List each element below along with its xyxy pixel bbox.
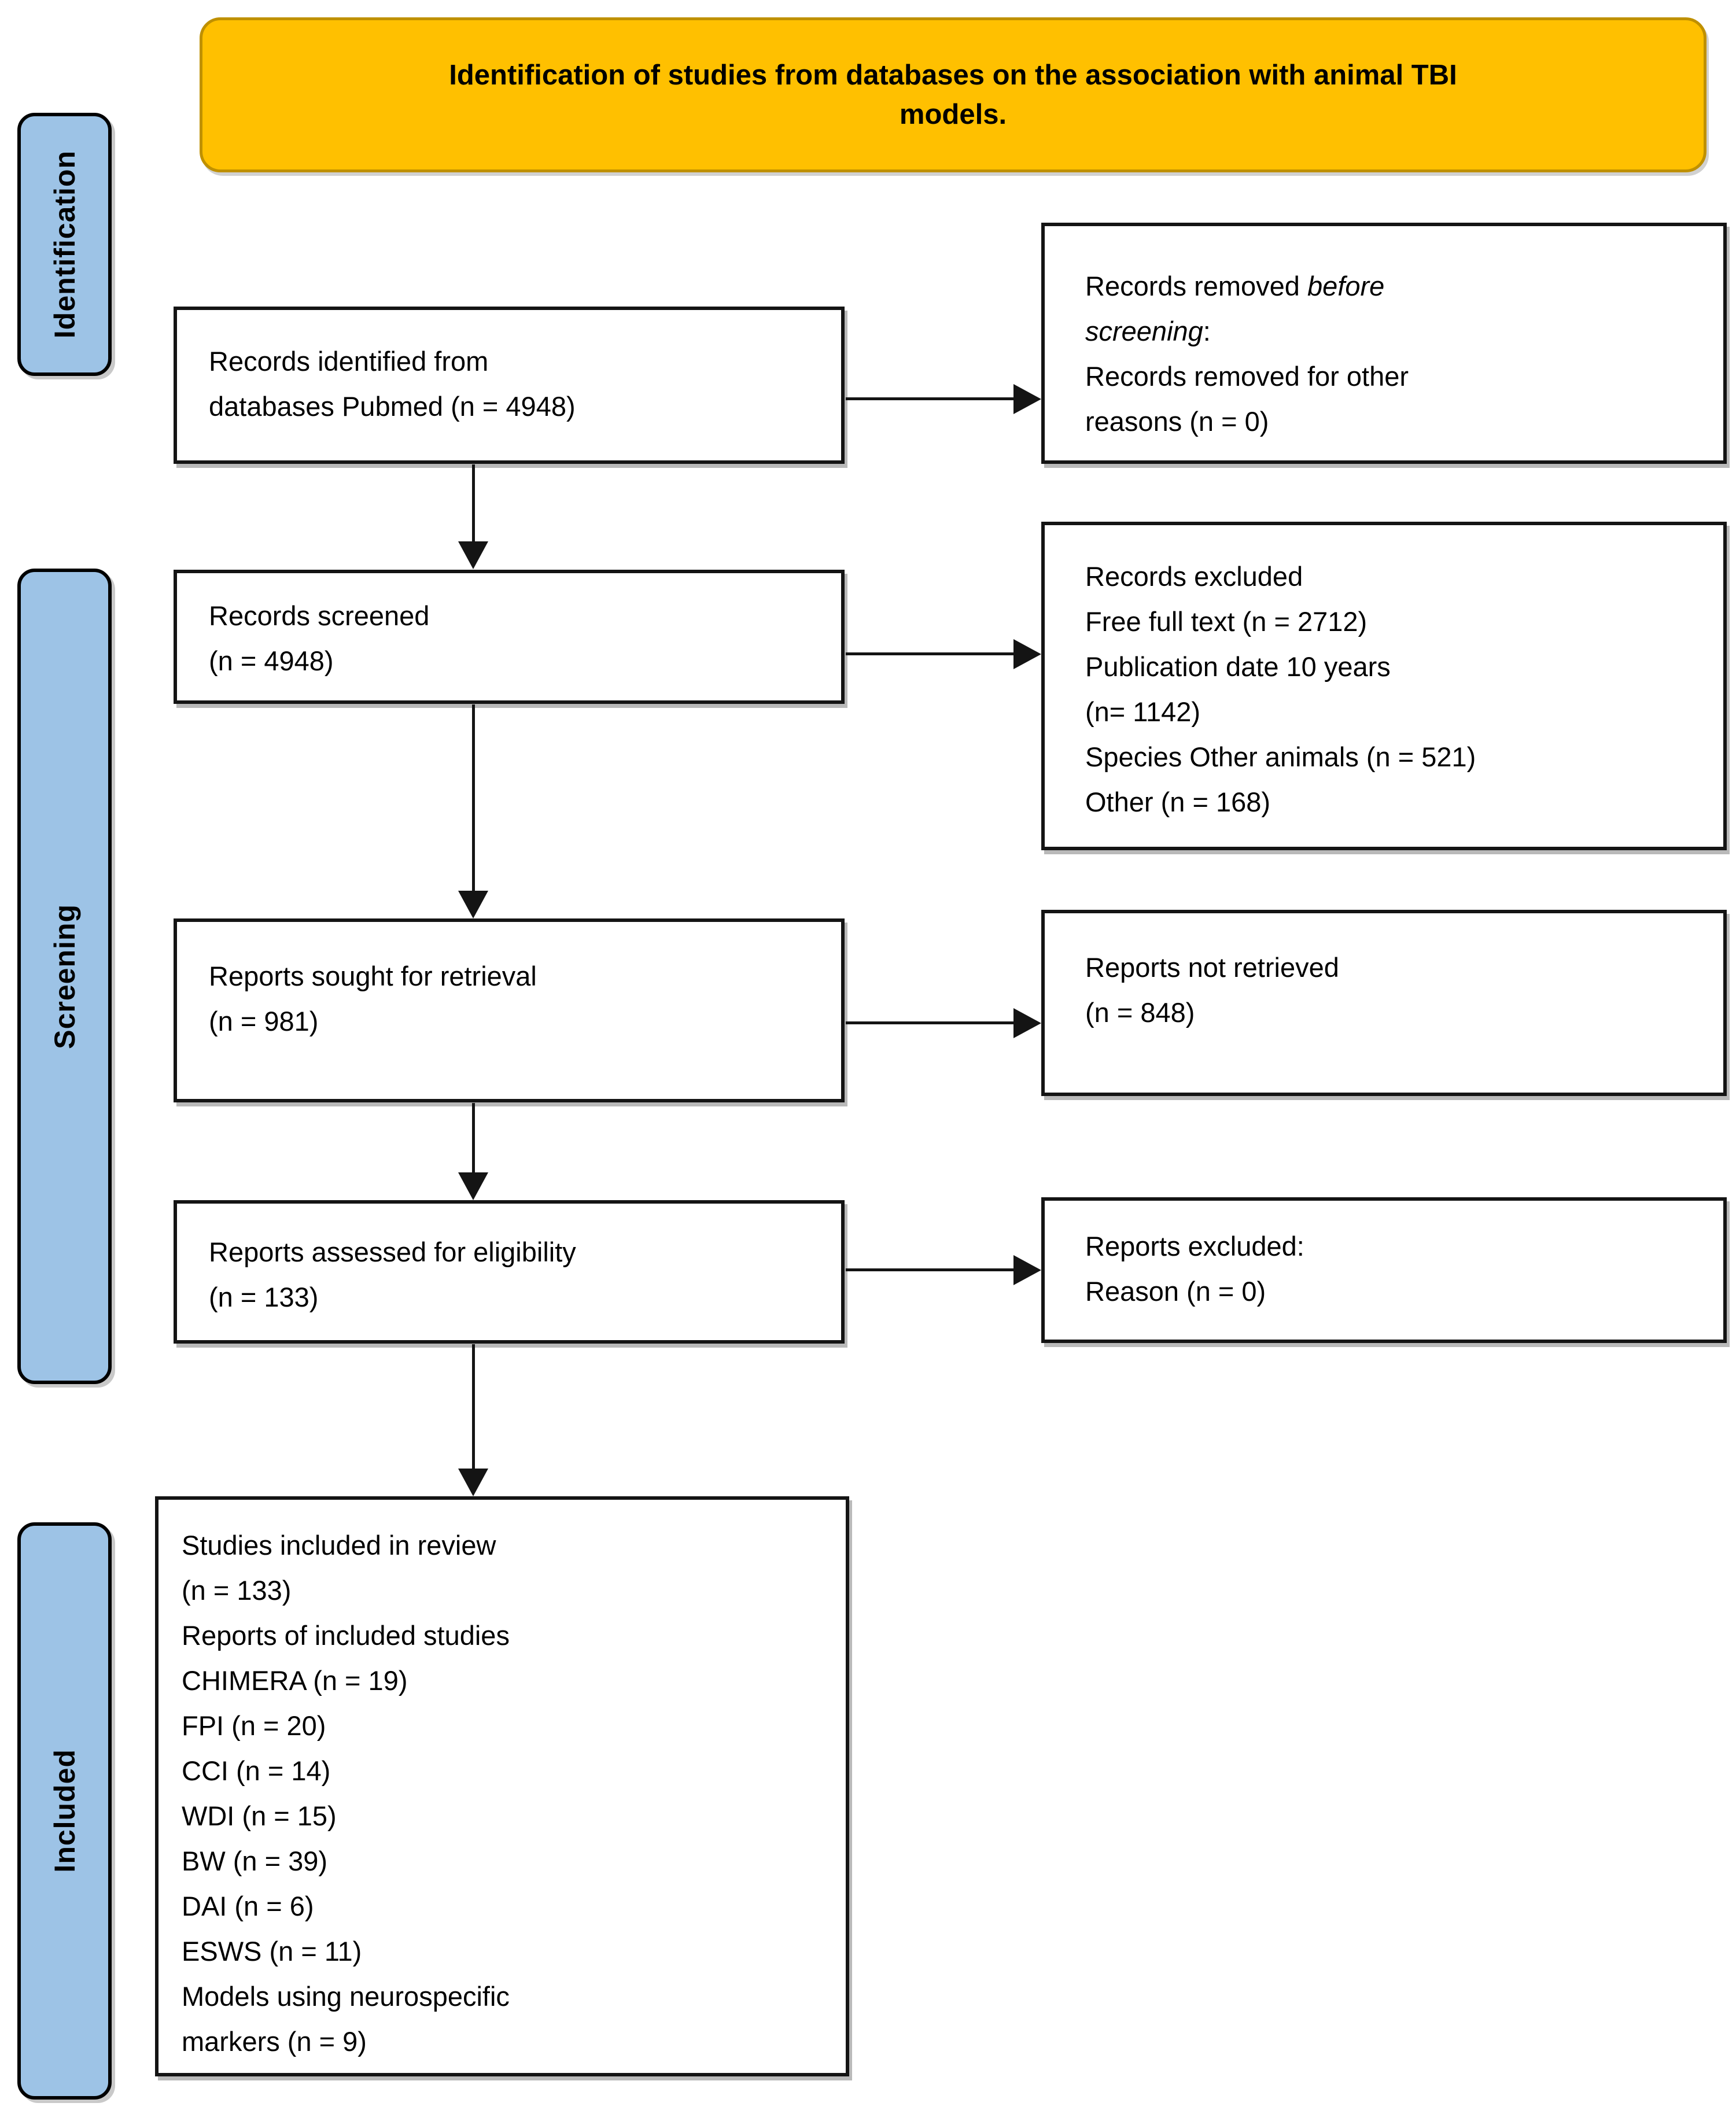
text-line: BW (n = 39) [182,1846,328,1876]
text-line: Other (n = 168) [1085,787,1271,817]
box-text: Records identified from databases Pubmed … [177,310,841,429]
text-line: Records removed before [1085,271,1385,301]
box-reports-sought: Reports sought for retrieval (n = 981) [174,918,845,1102]
arrowhead-down-icon [458,1172,488,1200]
arrowhead-down-icon [458,891,488,918]
box-text: Reports sought for retrieval (n = 981) [177,922,841,1044]
box-text: Records removed before screening: Records … [1045,226,1723,444]
text-line: Free full text (n = 2712) [1085,606,1368,637]
text-line: CHIMERA (n = 19) [182,1665,408,1696]
connector-screened-to-excluded [846,652,1015,655]
box-records-screened: Records screened (n = 4948) [174,570,845,704]
text-line: Records excluded [1085,561,1303,592]
box-text: Studies included in review (n = 133) Repor… [159,1500,846,2064]
text-line: (n = 4948) [209,645,334,676]
text-line: Records identified from [209,346,489,377]
arrowhead-down-icon [458,541,488,569]
text-line: FPI (n = 20) [182,1710,326,1741]
title-box: Identification of studies from databases… [200,17,1706,172]
text-line: WDI (n = 15) [182,1801,337,1831]
box-records-removed-before-screening: Records removed before screening: Records … [1041,223,1727,464]
stage-label-text: Screening [48,903,81,1049]
text-line: Identification of studies from databases… [449,60,1457,91]
text-line: databases Pubmed (n = 4948) [209,391,576,422]
text-line: Publication date 10 years [1085,651,1391,682]
box-reports-excluded: Reports excluded: Reason (n = 0) [1041,1197,1727,1343]
box-records-identified: Records identified from databases Pubmed … [174,307,845,464]
text-line: Reports assessed for eligibility [209,1237,576,1267]
connector-assessed-to-reports-excluded [846,1268,1015,1271]
text-line: Reports sought for retrieval [209,961,537,991]
stage-label-screening: Screening [17,569,112,1384]
text-line: Studies included in review [182,1530,496,1560]
connector-identified-to-removed [846,397,1015,400]
text-line: reasons (n = 0) [1085,406,1269,437]
text-line: (n = 133) [209,1282,319,1312]
text-line: ESWS (n = 11) [182,1936,362,1967]
text-line: Reports excluded: [1085,1231,1304,1261]
connector-sought-to-not-retrieved [846,1021,1015,1024]
box-reports-assessed: Reports assessed for eligibility (n = 133… [174,1200,845,1344]
arrowhead-right-icon [1013,1008,1041,1038]
text-line: (n = 981) [209,1006,319,1036]
stage-label-text: Identification [48,150,81,339]
text-line: Records screened [209,600,430,631]
text-line: Records removed for other [1085,361,1409,392]
text-line: Reason (n = 0) [1085,1276,1266,1307]
box-text: Reports assessed for eligibility (n = 133… [177,1204,841,1320]
text-line: (n = 848) [1085,997,1195,1028]
box-studies-included: Studies included in review (n = 133) Repor… [155,1496,849,2076]
arrowhead-down-icon [458,1469,488,1496]
text-line: Reports not retrieved [1085,952,1339,983]
connector-sought-to-assessed [472,1103,475,1174]
box-text: Reports not retrieved (n = 848) [1045,913,1723,1035]
text-line: markers (n = 9) [182,2026,367,2057]
stage-label-identification: Identification [17,113,112,376]
box-reports-not-retrieved: Reports not retrieved (n = 848) [1041,910,1727,1096]
text-line: Models using neurospecific [182,1981,510,2012]
text-line: DAI (n = 6) [182,1891,314,1921]
text-line: (n = 133) [182,1575,292,1606]
text-line: Species Other animals (n = 521) [1085,741,1476,772]
text-line: screening: [1085,316,1211,346]
text-line: CCI (n = 14) [182,1755,331,1786]
arrowhead-right-icon [1013,639,1041,669]
connector-identified-to-screened [472,464,475,543]
connector-screened-to-sought [472,704,475,892]
text-line: models. [899,99,1007,130]
arrowhead-right-icon [1013,384,1041,414]
text-line: (n= 1142) [1085,696,1201,727]
stage-label-included: Included [17,1522,112,2100]
text-line: Reports of included studies [182,1620,510,1651]
box-text: Records screened (n = 4948) [177,573,841,684]
connector-assessed-to-included [472,1344,475,1470]
box-text: Reports excluded: Reason (n = 0) [1045,1201,1723,1314]
stage-label-text: Included [48,1749,81,1873]
arrowhead-right-icon [1013,1255,1041,1285]
